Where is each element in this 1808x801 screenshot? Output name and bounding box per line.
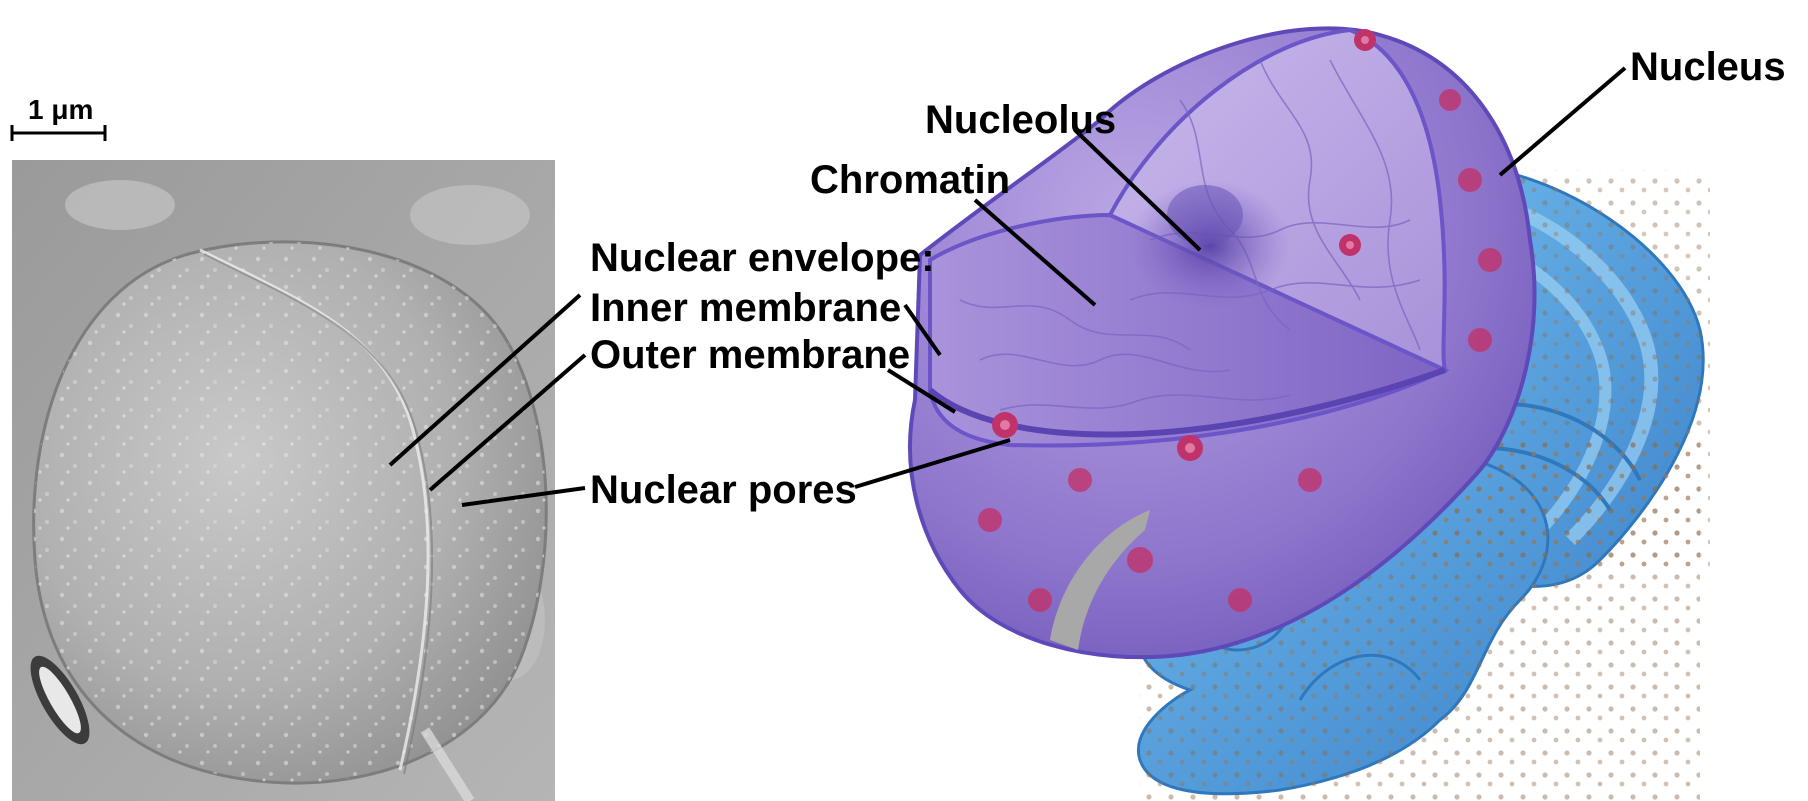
label-nucleolus: Nucleolus [925, 100, 1116, 140]
label-inner-membrane: Inner membrane [590, 288, 901, 328]
scale-bar [12, 125, 105, 141]
label-nucleus: Nucleus [1630, 47, 1786, 87]
label-outer-membrane: Outer membrane [590, 335, 910, 375]
micrograph-panel [12, 160, 555, 801]
scale-bar-label: 1 μm [28, 96, 93, 124]
leader-nucleus [1500, 68, 1625, 175]
label-nuclear-envelope: Nuclear envelope: [590, 238, 935, 278]
label-chromatin: Chromatin [810, 160, 1010, 200]
label-nuclear-pores: Nuclear pores [590, 470, 857, 510]
